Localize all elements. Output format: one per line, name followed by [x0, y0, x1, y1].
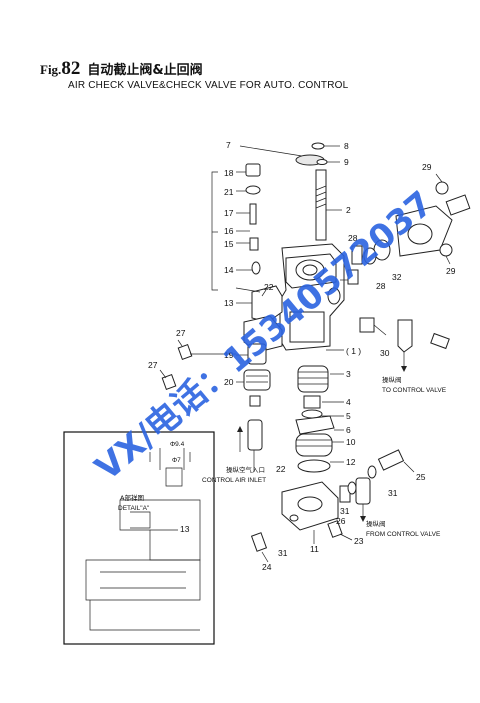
fitting-part: [339, 485, 351, 503]
figure-title-chinese: 自动截止阀&止回阀: [87, 63, 203, 78]
part-number-32: 32: [392, 272, 402, 282]
elbow-part: [359, 317, 375, 333]
pin-part: [249, 203, 257, 225]
lower-stem-part: [247, 419, 263, 451]
part-number-8: 8: [344, 141, 349, 151]
part-number-25: 25: [416, 472, 426, 482]
washer-part: [245, 185, 261, 195]
cap-part: [245, 163, 261, 177]
lower-body-part: [281, 481, 339, 544]
part-number-7: 7: [226, 140, 231, 150]
spring-part: [297, 365, 329, 393]
bolt-part: [351, 245, 363, 265]
part-number-22b: 22: [276, 464, 286, 474]
part-number-23: 23: [354, 536, 364, 546]
seal-ring-part: [297, 459, 331, 473]
part-number-31c: 31: [278, 548, 288, 558]
valve-body-part: [279, 243, 345, 351]
part-number-27b: 27: [148, 360, 158, 370]
to-control-valve-cn: 操纵阀: [382, 375, 402, 384]
watermark-text: VX/电话：15340572037: [88, 183, 441, 488]
from-control-valve-cn: 操纵阀: [366, 519, 386, 528]
valve-part: [303, 395, 321, 409]
part-number-14: 14: [224, 265, 234, 275]
bolt-27-part: [177, 344, 193, 360]
part-number-11: 11: [310, 544, 319, 554]
part-number-6: 6: [346, 425, 351, 435]
part-number-17: 17: [224, 208, 234, 218]
part-number-29b: 29: [446, 266, 456, 276]
figure-prefix: Fig.: [40, 62, 62, 77]
side-block-part: [243, 315, 283, 353]
figure-number: 82: [61, 58, 81, 79]
nut-part: [311, 142, 325, 150]
part-number-15: 15: [224, 239, 234, 249]
bracket-line: [211, 171, 218, 291]
elbow-fitting-part: [355, 477, 371, 505]
detail-title-label: DETAIL"A": [118, 505, 150, 512]
figure-title: Fig.82 自动截止阀&止回阀: [40, 58, 203, 80]
control-air-inlet-label: CONTROL AIR INLET: [202, 477, 266, 484]
flange-part: [395, 194, 471, 257]
part-number-18: 18: [224, 168, 234, 178]
bolt-right-part: [430, 332, 450, 350]
dimension-b-label: Φ7: [172, 457, 181, 464]
part-number-28: 28: [348, 233, 358, 243]
part-number-24: 24: [262, 562, 272, 572]
to-control-valve-label: TO CONTROL VALVE: [382, 387, 447, 394]
part-number-31b: 31: [340, 506, 350, 516]
part-number-31: 31: [388, 488, 398, 498]
part-number-4: 4: [346, 397, 351, 407]
part-number-21: 21: [224, 187, 234, 197]
o-ring-part: [251, 261, 261, 275]
detail-box: [63, 431, 215, 645]
part-number-9: 9: [344, 157, 349, 167]
diaphragm-part: [295, 415, 335, 435]
bolt-23-part: [327, 520, 343, 538]
dimension-a-label: Φ9.4: [170, 441, 185, 448]
part-number-26: 26: [336, 516, 346, 526]
part-number-12: 12: [346, 457, 356, 467]
body-reference-label: ( 1 ): [346, 346, 361, 356]
control-air-inlet-cn: 操纵空气入口: [226, 465, 265, 474]
figure-title-english: AIR CHECK VALVE&CHECK VALVE FOR AUTO. CO…: [68, 80, 349, 91]
detail-drawing: [85, 448, 201, 631]
part-number-27: 27: [176, 328, 186, 338]
from-control-valve-label: FROM CONTROL VALVE: [366, 531, 441, 538]
bolt-24-part: [250, 532, 268, 552]
valve-stem-part: [315, 169, 327, 241]
bolt-25-part: [377, 449, 405, 471]
part-number-28b: 28: [376, 281, 386, 291]
part-number-5: 5: [346, 411, 351, 421]
lever-bracket-part: [251, 285, 283, 323]
part-number-13-detail: 13: [180, 524, 190, 534]
sleeve-part: [249, 237, 259, 251]
part-number-2: 2: [346, 205, 351, 215]
part-number-16: 16: [224, 226, 234, 236]
part-number-19: 19: [224, 350, 234, 360]
banjo-part: [397, 319, 413, 353]
piston-part: [295, 433, 333, 457]
part-number-30: 30: [380, 348, 390, 358]
nut-29-part: [435, 181, 449, 195]
part-number-3: 3: [346, 369, 351, 379]
part-number-20: 20: [224, 377, 234, 387]
part-number-29: 29: [422, 162, 432, 172]
part-number-13: 13: [224, 298, 234, 308]
detail-title-cn: A部祥图: [120, 493, 144, 502]
part-number-10: 10: [346, 437, 356, 447]
part-number-22: 22: [264, 282, 274, 292]
spring-seat-part: [247, 343, 267, 365]
cover-part: [243, 369, 271, 391]
